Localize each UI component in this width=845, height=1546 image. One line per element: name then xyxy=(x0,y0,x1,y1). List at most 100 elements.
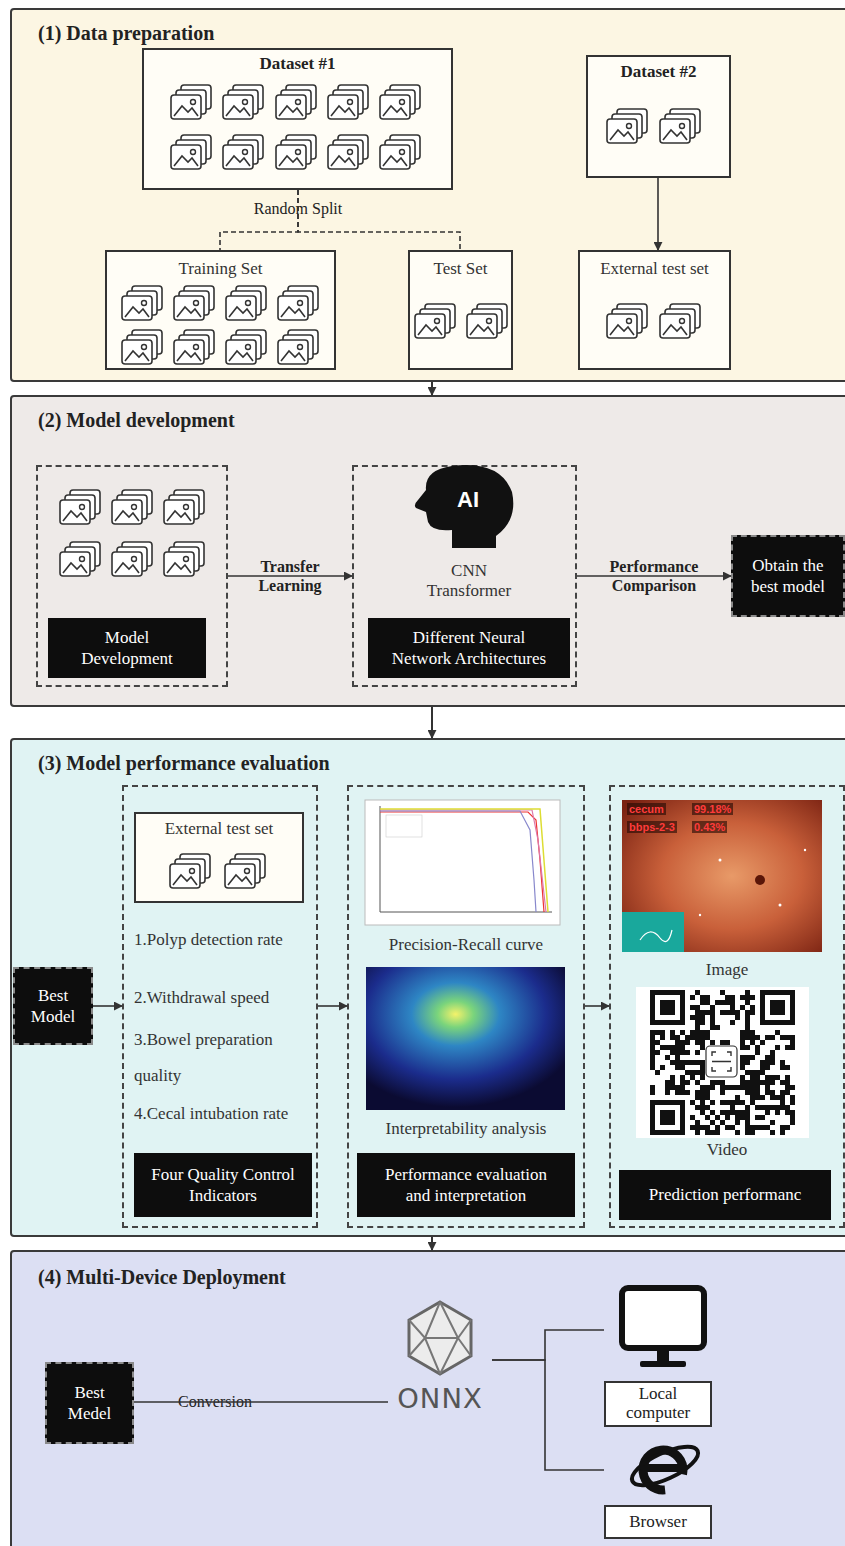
image-icon xyxy=(607,304,647,338)
qr-module xyxy=(660,1000,665,1005)
qr-module xyxy=(680,1060,685,1065)
qr-module xyxy=(675,1085,680,1090)
box-text-slot: Best Medel xyxy=(45,1362,134,1444)
qr-module xyxy=(760,1015,765,1020)
qr-module xyxy=(720,1100,725,1105)
black-label-slot: Four Quality Control Indicators xyxy=(134,1153,312,1217)
qr-module xyxy=(785,1075,790,1080)
qr-module xyxy=(780,1065,785,1070)
box-heading: Dataset #2 xyxy=(620,62,696,82)
qr-module xyxy=(790,1035,795,1040)
qr-module xyxy=(695,1025,700,1030)
qr-module xyxy=(660,1130,665,1135)
qr-module xyxy=(760,1020,765,1025)
box-heading: Dataset #1 xyxy=(259,54,335,74)
qr-module xyxy=(715,1080,720,1085)
overlay-text-slot: 99.18% xyxy=(692,803,733,815)
qr-module xyxy=(690,1075,695,1080)
qr-module xyxy=(700,1045,705,1050)
qr-module xyxy=(680,1080,685,1085)
process-box: External test set xyxy=(134,812,304,903)
qr-module xyxy=(765,1085,770,1090)
qr-module xyxy=(790,1040,795,1045)
qr-module xyxy=(790,1110,795,1115)
image-icon xyxy=(226,330,266,364)
qr-module xyxy=(745,1080,750,1085)
qr-module xyxy=(745,1030,750,1035)
qr-module xyxy=(755,1075,760,1080)
qr-module xyxy=(650,1090,655,1095)
qr-module xyxy=(740,1085,745,1090)
qr-module xyxy=(660,1030,665,1035)
image-icon xyxy=(164,542,204,576)
qr-module xyxy=(670,1080,675,1085)
qr-module xyxy=(695,1105,700,1110)
box-text-slot: Image xyxy=(609,958,845,982)
qr-module xyxy=(760,990,765,995)
qr-module xyxy=(740,1060,745,1065)
speck xyxy=(755,875,765,885)
qr-module xyxy=(700,995,705,1000)
qr-module xyxy=(655,1050,660,1055)
qr-module xyxy=(730,1085,735,1090)
connector xyxy=(431,382,433,395)
qr-module xyxy=(665,1085,670,1090)
qr-module xyxy=(725,1115,730,1120)
image-icon xyxy=(660,109,700,143)
qr-module xyxy=(745,1060,750,1065)
qr-module xyxy=(690,1115,695,1120)
indicator-item-slot: 4.Cecal intubation rate xyxy=(134,1096,316,1132)
indicator-item: 2.Withdrawal speed xyxy=(134,980,269,1016)
qr-module xyxy=(710,1080,715,1085)
qr-module xyxy=(750,1085,755,1090)
qr-module xyxy=(660,1010,665,1015)
qr-module xyxy=(680,990,685,995)
black-label: Prediction performanc xyxy=(649,1184,801,1205)
qr-module xyxy=(765,1080,770,1085)
qr-module xyxy=(720,990,725,995)
qr-module xyxy=(660,1110,665,1115)
qr-module xyxy=(710,1130,715,1135)
qr-module xyxy=(780,990,785,995)
qr-module xyxy=(695,1120,700,1125)
qr-module xyxy=(790,1010,795,1015)
qr-module xyxy=(715,1000,720,1005)
qr-center-logo xyxy=(706,1046,737,1077)
qr-module xyxy=(670,1050,675,1055)
qr-module xyxy=(740,1100,745,1105)
qr-module xyxy=(670,1020,675,1025)
qr-module xyxy=(730,1020,735,1025)
black-label: Model Development xyxy=(62,627,192,670)
image-icon xyxy=(223,135,263,169)
qr-module xyxy=(740,1110,745,1115)
qr-module xyxy=(680,1005,685,1010)
qr-module xyxy=(705,1105,710,1110)
black-box: Best Medel xyxy=(45,1362,134,1444)
qr-module xyxy=(695,1130,700,1135)
image-stack-icons xyxy=(60,85,700,888)
qr-module xyxy=(665,990,670,995)
qr-module xyxy=(655,1100,660,1105)
qr-module xyxy=(665,1120,670,1125)
qr-module xyxy=(715,1130,720,1135)
qr-module xyxy=(690,1035,695,1040)
panel-title-slot: (4) Multi-Device Deployment xyxy=(30,1262,530,1292)
qr-module xyxy=(725,1110,730,1115)
qr-module xyxy=(755,1105,760,1110)
qr-module xyxy=(725,1085,730,1090)
box-text: Test Set xyxy=(433,259,487,279)
qr-module xyxy=(750,1010,755,1015)
logo-text: ONNX xyxy=(397,1383,482,1414)
box-heading-slot: Dataset #1 xyxy=(142,52,453,76)
qr-module xyxy=(650,1065,655,1070)
qr-module xyxy=(790,990,795,995)
qr-module xyxy=(750,1100,755,1105)
qr-module xyxy=(695,1060,700,1065)
box-text: Interpretability analysis xyxy=(386,1119,547,1139)
qr-module xyxy=(770,1050,775,1055)
qr-module xyxy=(750,1070,755,1075)
qr-module xyxy=(705,995,710,1000)
overlay-text: cecum xyxy=(627,803,666,815)
qr-module xyxy=(695,1070,700,1075)
qr-module xyxy=(680,1085,685,1090)
